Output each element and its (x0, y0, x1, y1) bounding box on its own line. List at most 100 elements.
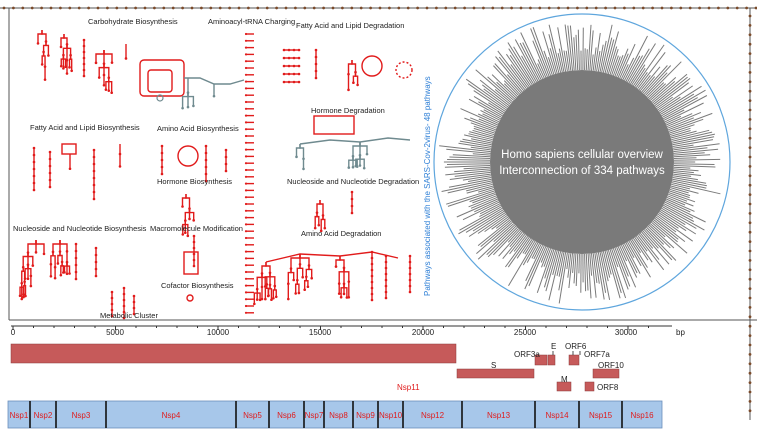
pathway-node (48, 178, 52, 182)
pathway-node (297, 291, 301, 295)
pathway-node (26, 263, 30, 267)
pathway-node (370, 280, 374, 284)
label-amino-acid-biosynthesis: Amino Acid Biosynthesis (157, 124, 239, 133)
nsp-label: Nsp14 (545, 411, 569, 420)
axis-tick-label: 5000 (106, 328, 124, 337)
pathway-node (53, 276, 57, 280)
nsp-label: Nsp15 (589, 411, 613, 420)
pathway-node (295, 155, 298, 159)
pathway-node (82, 62, 86, 66)
pathway-node (292, 56, 296, 60)
pathway-node (297, 48, 301, 52)
pathway-node (358, 153, 362, 157)
pathway-node (302, 157, 305, 161)
pathway-node (32, 167, 36, 171)
pathway-node (21, 265, 25, 269)
nsp-label: Nsp6 (277, 411, 296, 420)
pathway-node (204, 179, 208, 183)
pathway-node (408, 260, 412, 264)
sars-cov2-associated-pathways-label: Pathways associated with the SARS-Cov-2v… (423, 76, 432, 296)
pathway-node (408, 284, 412, 288)
axis-tick-label: 25000 (514, 328, 537, 337)
pathway-node (192, 104, 195, 108)
nsp-label: Nsp7 (305, 411, 324, 420)
pathway-node (65, 260, 69, 264)
gene-label-e: E (551, 342, 556, 351)
pathway-node (56, 262, 60, 265)
axis-tick-label: 0 (11, 328, 16, 337)
pathway-node (339, 295, 343, 299)
pathway-node (32, 181, 36, 185)
pathway-node (282, 72, 286, 76)
pathway-node (314, 55, 318, 59)
pathway-node (244, 155, 248, 158)
nsp-label: Nsp2 (34, 411, 53, 420)
pathway-node (244, 175, 248, 178)
nsp11-label: Nsp11 (397, 383, 420, 392)
pathway-node (337, 282, 341, 285)
pathway-node (110, 314, 114, 318)
pathway-node (192, 264, 196, 268)
pathway-node (244, 298, 248, 301)
pathway-node (244, 94, 248, 97)
pathway-node (287, 72, 291, 76)
axis-tick-label: 15000 (309, 328, 332, 337)
pathway-node (59, 64, 63, 68)
nsp-label: Nsp1 (10, 411, 29, 420)
pathway-node (350, 190, 354, 194)
pathway-node (65, 72, 69, 75)
pathway-node (292, 278, 296, 282)
pathway-node (314, 62, 318, 66)
pathway-node (370, 250, 374, 254)
pathway-node (42, 252, 46, 256)
pathway-node (321, 214, 325, 217)
gene-label-orf7a: ORF7a (584, 350, 610, 359)
pathway-node (244, 236, 248, 240)
orf1ab-gene-block (10, 343, 457, 364)
pathway-node (287, 282, 290, 286)
pathway-node (34, 251, 38, 254)
label-aminoacyl-trna-charging: Aminoacyl-tRNA Charging (208, 17, 295, 26)
pathway-node (244, 189, 248, 192)
pathway-node (244, 128, 248, 131)
pathway-node (244, 53, 248, 56)
pathway-node (384, 272, 388, 276)
pathway-node (244, 182, 248, 185)
pathway-node (289, 267, 293, 270)
pathway-node (212, 94, 216, 98)
pathway-node (408, 278, 412, 282)
pathway-node (122, 286, 126, 290)
pathway-node (347, 296, 351, 299)
pathway-node (384, 290, 388, 294)
e-gene-block (547, 354, 556, 366)
pathway-node (48, 150, 52, 154)
pathway-diagram (19, 30, 413, 318)
pathway-node (350, 211, 354, 215)
pathway-node (107, 76, 111, 80)
pathway-node (408, 254, 412, 258)
pathway-node (347, 280, 351, 283)
pathway-node (24, 294, 27, 298)
pathway-node (244, 168, 248, 172)
pathway-node (384, 296, 388, 300)
label-cofactor-biosynthesis: Cofactor Biosynthesis (161, 281, 234, 290)
pathway-node (192, 240, 196, 244)
pathway-node (370, 286, 374, 290)
pathway-node (244, 270, 248, 274)
pathway-node (314, 48, 318, 52)
pathway-node (60, 260, 64, 264)
pathway-node (305, 275, 308, 279)
pathway-node (244, 80, 248, 83)
pathway-node (82, 56, 86, 60)
pathway-node (29, 274, 33, 278)
pathway-node (384, 284, 388, 288)
pathway-node (92, 176, 96, 180)
pathway-node (306, 285, 310, 289)
nsp-label: Nsp9 (356, 411, 375, 420)
pathway-node (408, 272, 412, 276)
pathway-node (302, 167, 305, 171)
pathway-node (354, 164, 358, 168)
label-nucleoside-nucleotide-biosynthesis: Nucleoside and Nucleotide Biosynthesis (13, 224, 147, 233)
pathway-node (36, 42, 40, 45)
